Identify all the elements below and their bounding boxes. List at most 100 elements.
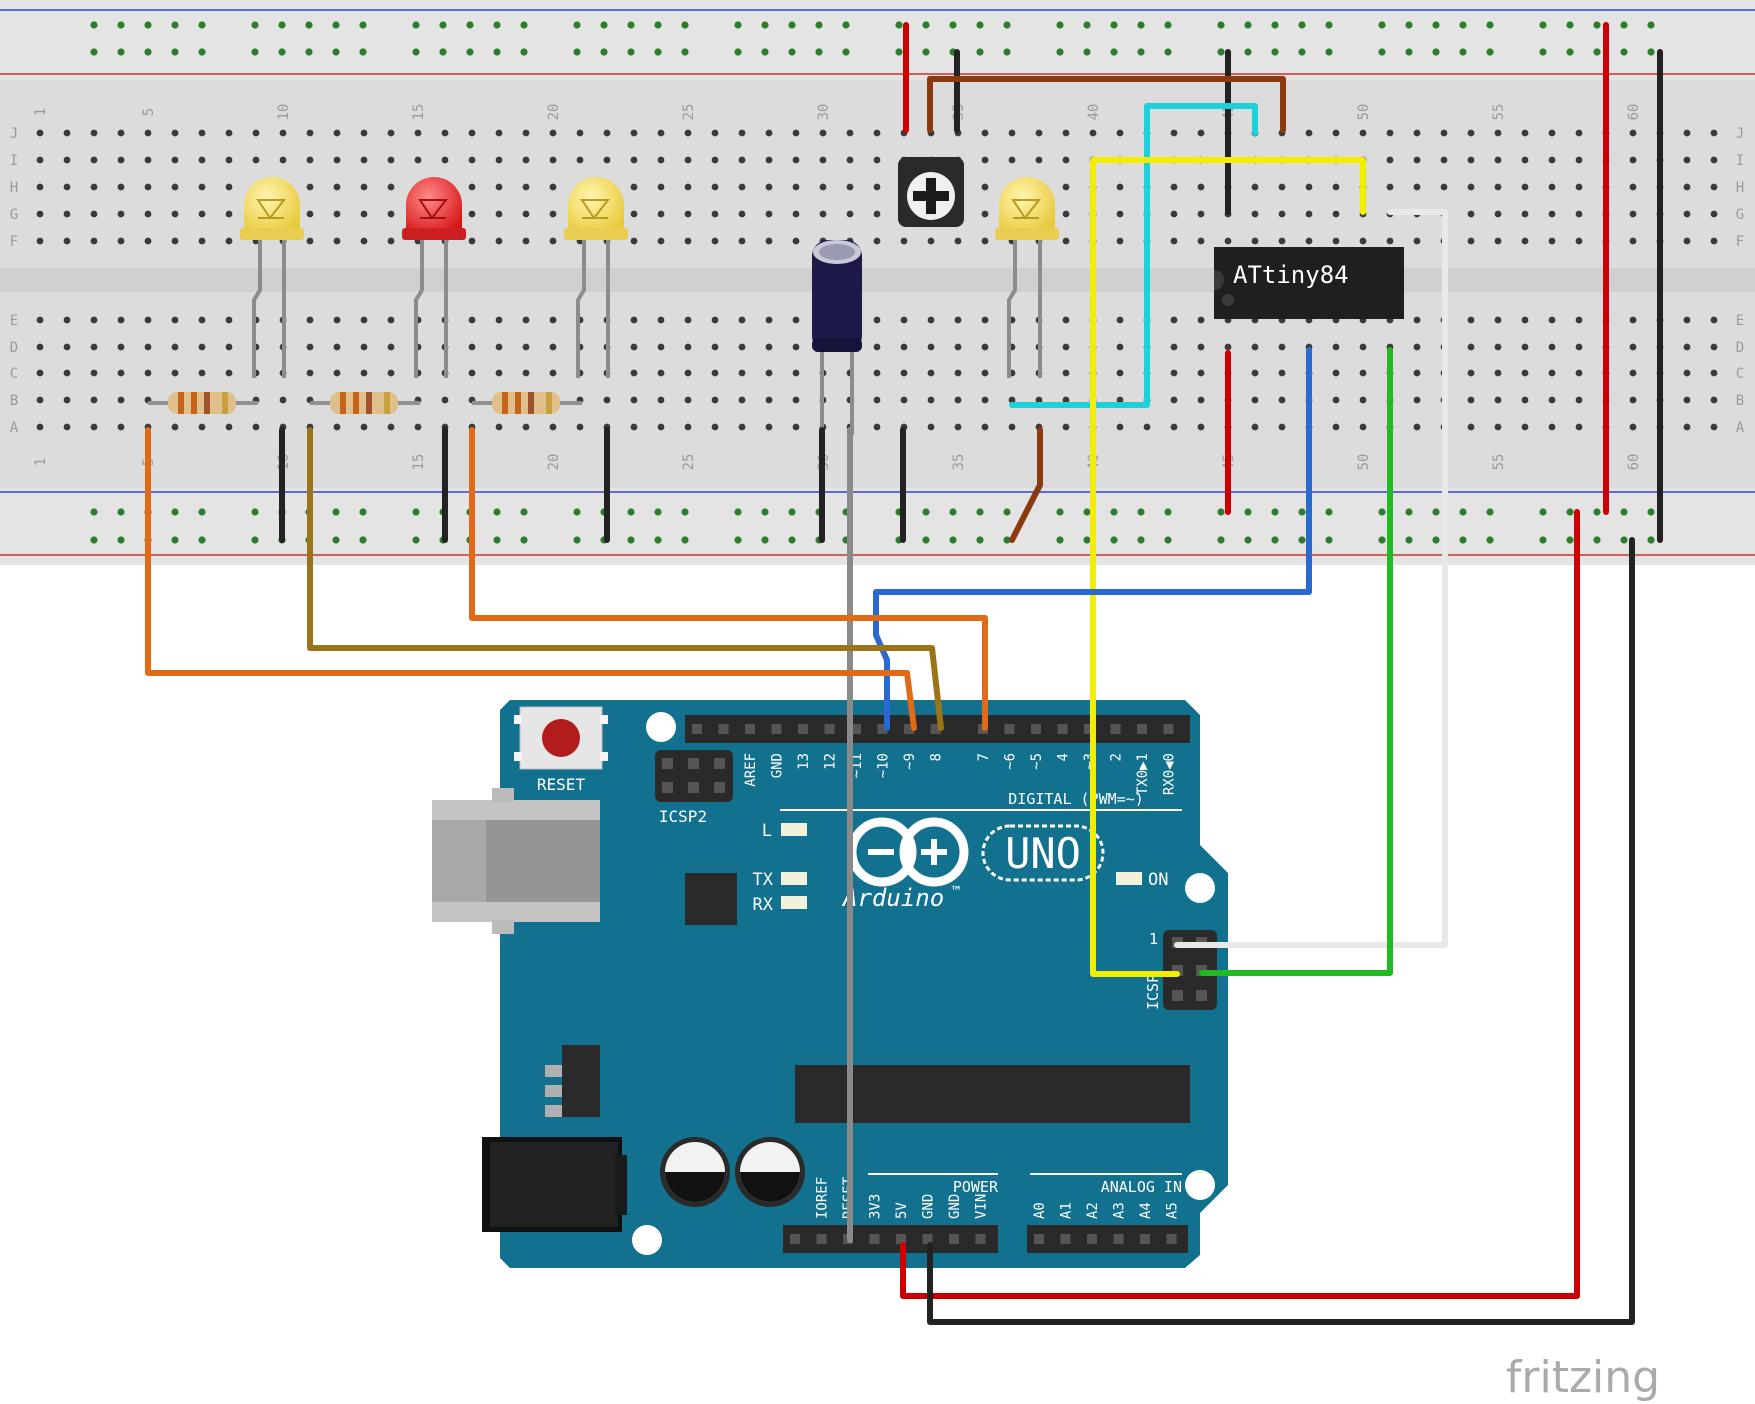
- breadboard-hole: [36, 156, 44, 164]
- header-hole: [1057, 724, 1068, 734]
- column-number: 50: [1356, 104, 1372, 121]
- breadboard-hole: [1494, 129, 1502, 137]
- analog-label: ANALOG IN: [1101, 1178, 1182, 1196]
- breadboard-hole: [846, 183, 854, 191]
- breadboard-hole: [63, 423, 71, 431]
- rail-hole: [520, 48, 528, 56]
- breadboard-hole: [846, 210, 854, 218]
- rail-hole: [305, 21, 313, 29]
- breadboard-hole: [1494, 183, 1502, 191]
- chip-label: ATtiny84: [1233, 261, 1349, 289]
- rail-hole: [1325, 536, 1333, 544]
- breadboard-hole: [495, 129, 503, 137]
- breadboard-hole: [549, 156, 557, 164]
- rail-hole: [654, 21, 662, 29]
- row-letter: A: [1736, 420, 1745, 436]
- breadboard-hole: [1278, 237, 1286, 245]
- breadboard-hole: [1332, 343, 1340, 351]
- rail-hole: [412, 508, 420, 516]
- breadboard-hole: [927, 369, 935, 377]
- wire-red: [900, 509, 1580, 1299]
- reset-button[interactable]: [514, 706, 608, 770]
- breadboard-hole: [630, 237, 638, 245]
- breadboard-hole: [1062, 237, 1070, 245]
- breadboard-hole: [738, 423, 746, 431]
- breadboard-hole: [1359, 423, 1367, 431]
- breadboard-hole: [954, 423, 962, 431]
- breadboard-hole: [765, 369, 773, 377]
- breadboard-hole: [1440, 183, 1448, 191]
- breadboard-hole: [1521, 183, 1529, 191]
- breadboard-hole: [360, 423, 368, 431]
- breadboard-hole: [711, 183, 719, 191]
- column-number: 30: [816, 104, 832, 121]
- breadboard-hole: [360, 316, 368, 324]
- breadboard-hole: [387, 316, 395, 324]
- header-hole: [1113, 1234, 1124, 1244]
- breadboard-hole: [1629, 316, 1637, 324]
- breadboard-hole: [684, 210, 692, 218]
- column-number: 25: [681, 104, 697, 121]
- breadboard-hole: [711, 237, 719, 245]
- breadboard-hole: [684, 237, 692, 245]
- rail-hole: [520, 508, 528, 516]
- breadboard-hole: [1332, 129, 1340, 137]
- breadboard-hole: [1710, 396, 1718, 404]
- breadboard-hole: [1116, 369, 1124, 377]
- breadboard-hole: [1278, 396, 1286, 404]
- power-label: POWER: [953, 1178, 999, 1196]
- header-hole: [1087, 1234, 1097, 1244]
- breadboard-hole: [468, 237, 476, 245]
- rail-hole: [171, 508, 179, 516]
- breadboard-hole: [1224, 343, 1232, 351]
- breadboard-hole: [711, 396, 719, 404]
- header-hole: [1140, 1234, 1150, 1244]
- breadboard-hole: [1521, 369, 1529, 377]
- breadboard-hole: [306, 156, 314, 164]
- rail-hole: [1593, 48, 1601, 56]
- analog-pin-label: A1: [1059, 1202, 1075, 1219]
- uno-label: UNO: [1005, 829, 1081, 878]
- header-hole: [851, 724, 861, 734]
- breadboard-hole: [873, 237, 881, 245]
- rail-hole: [90, 508, 98, 516]
- breadboard-hole: [360, 183, 368, 191]
- breadboard-hole: [792, 369, 800, 377]
- breadboard-hole: [90, 369, 98, 377]
- breadboard-hole: [684, 369, 692, 377]
- breadboard-hole: [738, 369, 746, 377]
- breadboard-hole: [630, 396, 638, 404]
- breadboard-hole: [333, 369, 341, 377]
- header-hole: [930, 724, 941, 734]
- rail-hole: [251, 536, 259, 544]
- breadboard-hole: [900, 369, 908, 377]
- rail-hole: [1110, 21, 1118, 29]
- breadboard-hole: [144, 183, 152, 191]
- breadboard-hole: [873, 183, 881, 191]
- breadboard-hole: [873, 156, 881, 164]
- breadboard-hole: [306, 316, 314, 324]
- breadboard-hole: [225, 183, 233, 191]
- breadboard-hole: [738, 129, 746, 137]
- breadboard-hole: [954, 316, 962, 324]
- breadboard-hole: [1305, 129, 1313, 137]
- breadboard-hole: [1521, 316, 1529, 324]
- breadboard-hole: [1683, 210, 1691, 218]
- header-hole: [1084, 724, 1094, 734]
- rail-hole: [788, 21, 796, 29]
- rail-hole: [895, 48, 903, 56]
- rail-hole: [305, 48, 313, 56]
- breadboard-hole: [738, 156, 746, 164]
- led-rx: [781, 896, 807, 909]
- breadboard-hole: [171, 183, 179, 191]
- breadboard-hole: [846, 129, 854, 137]
- breadboard-hole: [144, 210, 152, 218]
- breadboard-hole: [144, 237, 152, 245]
- row-letter: B: [1736, 393, 1744, 409]
- rail-hole: [788, 508, 796, 516]
- breadboard-hole: [36, 210, 44, 218]
- icsp2-label: ICSP2: [659, 807, 707, 826]
- breadboard-hole: [1467, 316, 1475, 324]
- breadboard-hole: [819, 183, 827, 191]
- breadboard-hole: [1332, 396, 1340, 404]
